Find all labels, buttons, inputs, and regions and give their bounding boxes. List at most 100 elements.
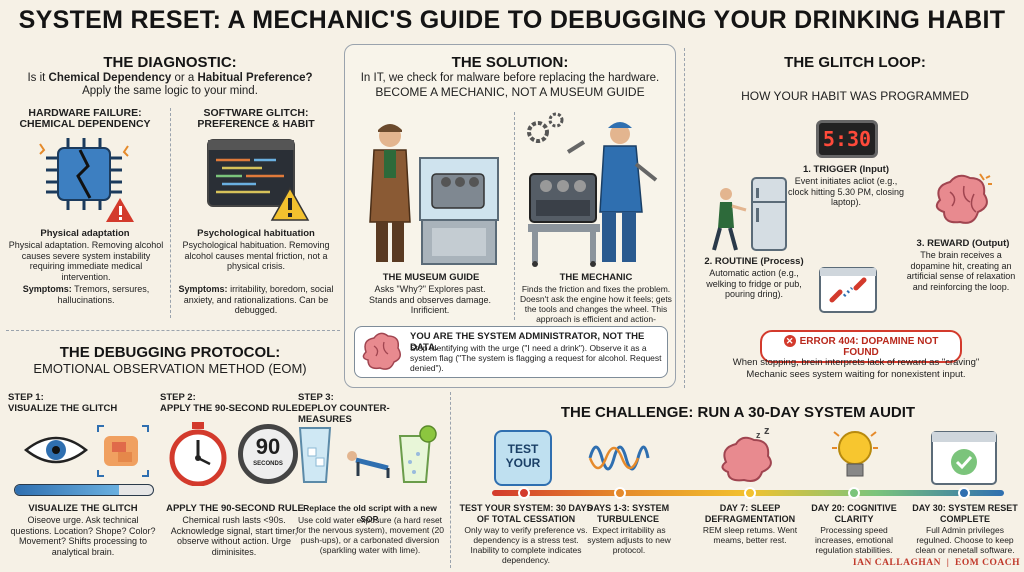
clock-display: 5:30 <box>816 120 878 158</box>
step1-label: STEP 1: VISUALIZE THE GLITCH <box>8 392 148 414</box>
stopwatch-icon <box>169 422 227 486</box>
hardware-symptoms: Symptoms: Tremors, sersures, hallucinati… <box>8 284 164 305</box>
challenge-heading: THE CHALLENGE: RUN A 30-DAY SYSTEM AUDIT <box>560 404 916 421</box>
stage-5-body: Full Admin privileges regulned. Choose t… <box>915 525 1015 555</box>
stage-3-title: DAY 7: SLEEP DEFRAGMENTATION <box>704 503 796 524</box>
software-title2: PREFERENCE & HABIT <box>197 118 315 130</box>
countermeasures-icon <box>298 425 437 483</box>
stage-4-title: DAY 20: COGNITIVE CLARITY <box>811 503 897 524</box>
solution-heading: THE SOLUTION: <box>451 54 569 71</box>
step1-progress-fill <box>15 485 119 495</box>
step1-num: STEP 1: <box>8 392 44 403</box>
admin-body: Stop identifying with the urge ("I need … <box>410 343 662 373</box>
diagnostic-question-line2: Apply the same logic to your mind. <box>82 85 258 97</box>
trigger-title: 1. TRIGGER (Input) <box>802 164 890 175</box>
step3-body: Use cold water exposure (a hard reset fo… <box>296 515 444 555</box>
stage-2-title: DAYS 1-3: SYSTEM TURBULENCE <box>586 503 670 524</box>
q-mid: or a <box>171 72 198 84</box>
routine-title: 2. ROUTINE (Process) <box>704 256 804 267</box>
hardware-label: Physical adaptation <box>40 228 130 239</box>
step2-num: STEP 2: <box>160 392 196 403</box>
glitch-footer1: When stopping, brein interprets lack of … <box>732 357 980 368</box>
q-b2: Habitual Preference? <box>197 72 313 84</box>
sw-symptoms-text: irritability, boredom, social anxiety, a… <box>183 284 334 315</box>
timeline-dot-5 <box>958 487 970 499</box>
diagnostic-divider <box>170 108 171 318</box>
museum-body: Asks "Why?" Explores past. Stands and ob… <box>368 284 492 315</box>
stage-5-title: DAY 30: SYSTEM RESET COMPLETE <box>912 503 1018 524</box>
hw-symptoms-text: Tremors, sersures, hallucinations. <box>57 284 150 305</box>
step1-cap: VISUALIZE THE GLITCH <box>28 503 138 514</box>
error-badge: ✕ERROR 404: DOPAMINE NOT FOUND <box>760 330 962 363</box>
software-symptoms: Symptoms: irritability, boredom, social … <box>176 284 336 316</box>
glitch-divider <box>684 48 685 388</box>
timer-unit: SECONDS <box>253 461 283 467</box>
page-title: SYSTEM RESET: A MECHANIC'S GUIDE TO DEBU… <box>18 6 1006 34</box>
eye-glitch-icon <box>23 425 149 477</box>
step3-num: STEP 3: <box>298 392 334 403</box>
step1-body: Oiseove urge. Ask technical questions. L… <box>10 515 156 557</box>
challenge-rule <box>450 392 451 568</box>
error-text: ERROR 404: DOPAMINE NOT FOUND <box>799 336 939 358</box>
code-window-icon <box>207 139 310 221</box>
step1-title: VISUALIZE THE GLITCH <box>8 403 118 414</box>
error-x-icon: ✕ <box>783 335 796 347</box>
trigger-body: Event initiates acliot (e.g., clock hitt… <box>787 176 905 207</box>
lightbulb-icon <box>832 431 878 477</box>
museum-title: THE MUSEUM GUIDE <box>382 272 480 283</box>
turbulence-wave-icon <box>588 445 650 471</box>
sleeping-brain-icon: z z <box>721 426 772 482</box>
software-title: SOFTWARE GLITCH: PREFERENCE & HABIT <box>176 108 336 130</box>
author-credit: IAN CALLAGHAN | EOM COACH <box>852 558 1020 568</box>
step2-body: Chemical rush lasts <90s. Acknowledge si… <box>170 515 298 557</box>
stage-1-body: Only way to verify preference vs. depend… <box>464 525 588 565</box>
step3-label: STEP 3: DEPLOY COUNTER-MEASURES <box>298 392 438 425</box>
step1-progress <box>14 484 154 496</box>
timer-value: 90 <box>255 434 281 459</box>
software-label: Psychological habituation <box>197 228 315 239</box>
timer-90: 90 SECONDS <box>238 424 298 484</box>
check-window-icon <box>931 431 997 485</box>
hardware-body: Physical adaptation. Removing alcohol ca… <box>8 240 164 282</box>
solution-line1: In IT, we check for malware before repla… <box>360 72 660 84</box>
stage-1-title: TEST YOUR SYSTEM: 30 DAYS OF TOTAL CESSA… <box>459 503 593 524</box>
mechanic-icon <box>527 112 658 267</box>
glitch-footer2: Mechanic sees system waiting for nonexis… <box>746 369 966 380</box>
hardware-title: HARDWARE FAILURE: CHEMICAL DEPENDENCY <box>10 108 160 130</box>
stage-3-body: REM sleep retums. Went meams, better res… <box>702 525 798 545</box>
brain-icon <box>935 173 992 224</box>
person-fridge-icon <box>712 177 787 251</box>
sw-symptoms-label: Symptoms: <box>178 284 228 294</box>
stage-4-body: Processing speed increases, emotional re… <box>815 525 893 555</box>
broken-link-icon <box>819 267 877 313</box>
svg-text:z: z <box>764 426 770 437</box>
step2-title: APPLY THE 90-SECOND RULE <box>160 403 298 414</box>
timeline-dot-4 <box>848 487 860 499</box>
step3-title: DEPLOY COUNTER-MEASURES <box>298 403 390 425</box>
solution-divider <box>514 112 515 320</box>
mechanic-title: THE MECHANIC <box>559 272 633 283</box>
brain-chip-icon <box>362 332 401 370</box>
timeline-dot-1 <box>518 487 530 499</box>
hardware-title1: HARDWARE FAILURE: <box>28 107 142 119</box>
step3-cap: Replace the old script with a new SOP. <box>303 503 437 524</box>
reward-title: 3. REWARD (Output) <box>916 238 1010 249</box>
routine-body: Automatic action (e.g., welking to fridg… <box>706 268 802 299</box>
hw-symptoms-label: Symptoms: <box>22 284 72 294</box>
stage-2-body: Expect irritability as system adjusts to… <box>587 525 671 555</box>
protocol-heading: THE DEBUGGING PROTOCOL: <box>59 344 281 361</box>
admin-title: YOU ARE THE SYSTEM ADMINISTRATOR, NOT TH… <box>410 331 645 353</box>
diagnostic-question: Is it Chemical Dependency or a Habitual … <box>0 72 340 85</box>
timeline-dot-2 <box>614 487 626 499</box>
software-body: Psychological habituation. Removing alco… <box>182 240 330 271</box>
test-your-button[interactable]: TEST YOUR <box>494 430 552 486</box>
svg-text:z: z <box>756 430 761 440</box>
solution-line2: BECOME A MECHANIC, NOT A MUSEUM GUIDE <box>375 85 645 99</box>
cracked-chip-icon <box>39 138 134 222</box>
protocol-sub: EMOTIONAL OBSERVATION METHOD (EOM) <box>33 361 307 376</box>
hardware-title2: CHEMICAL DEPENDENCY <box>19 118 151 130</box>
glitch-sub: HOW YOUR HABIT WAS PROGRAMMED <box>741 89 969 103</box>
protocol-rule <box>6 330 340 331</box>
museum-guide-icon <box>369 124 499 265</box>
admin-box <box>354 326 668 378</box>
